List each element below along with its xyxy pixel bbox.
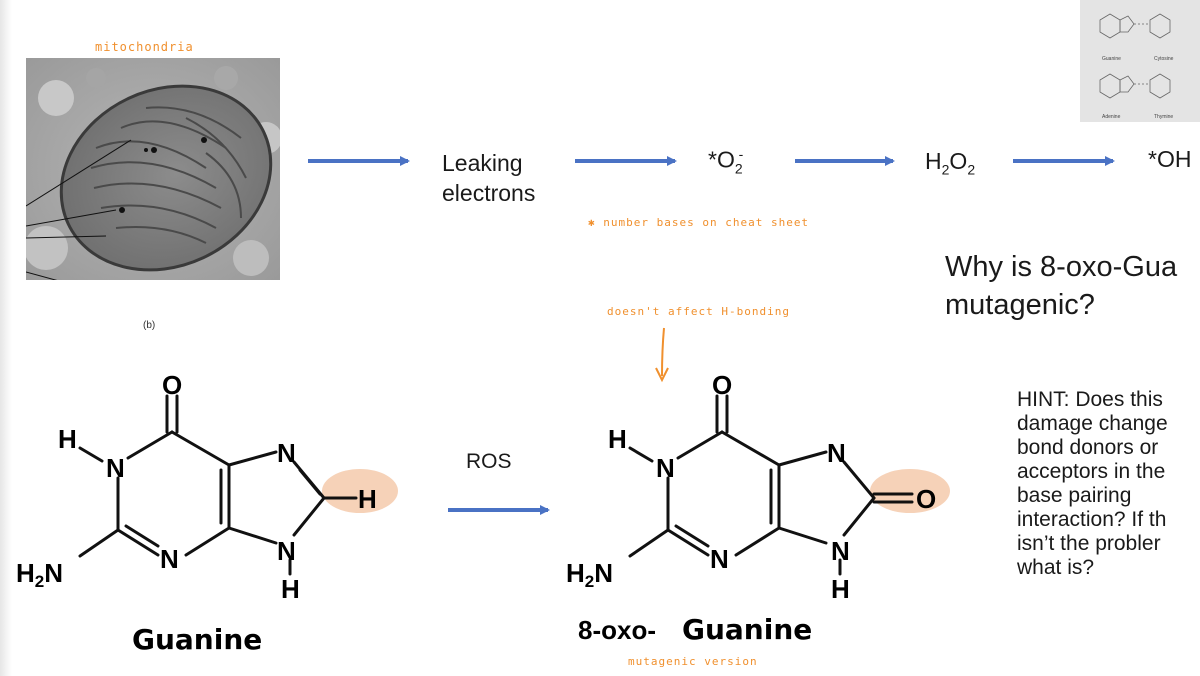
hint-line: isn’t the probler [1017,532,1161,555]
oxoguanine-atom-N7: N [827,438,846,468]
oxoguanine-highlight [870,469,950,513]
base-pair-drawing: Guanine Cytosine Adenine Thymine [1099,13,1174,120]
superoxide-subscript: 2 [734,160,743,177]
oxoguanine-atom-H9: H [831,574,850,604]
amine-sub: 2 [585,572,594,591]
slide-edge-shadow [0,0,12,676]
number-bases-annotation: ✱ number bases on cheat sheet [588,216,810,229]
number-bases-text: number bases on cheat sheet [603,216,810,229]
oxoguanine-amine: H2N [566,558,613,591]
oxoguanine-name: Guanine [682,613,812,646]
micrograph-caption: (b) [143,320,156,331]
thumb-label-thymine: Thymine [1154,114,1173,120]
leaking-line2: electrons [442,180,536,206]
hint-line: bond donors or [1017,436,1159,459]
guanine-atom-N3: N [160,544,179,574]
oxoguanine-atom-N3: N [710,544,729,574]
guanine-name: Guanine [132,623,262,656]
oxoguanine-structure: O O N N N N H H H2N 8-oxo- Guanine [566,370,950,646]
guanine-highlight [322,469,398,513]
peroxide-sub1: 2 [941,161,950,178]
guanine-atom-H8: H [358,484,377,514]
hint-line: what is? [1017,556,1095,579]
guanine-atom-H1: H [58,424,77,454]
oxoguanine-atom-N9: N [831,536,850,566]
thumb-label-guanine: Guanine [1102,56,1121,62]
hint-line: base pairing [1017,484,1132,507]
thumb-label-cytosine: Cytosine [1154,56,1174,62]
hint-line: interaction? If th [1017,508,1167,531]
oxoguanine-atom-H1: H [608,424,627,454]
amine-sub: 2 [35,572,44,591]
hydroxyl-label: *OH [1148,146,1192,172]
oxoguanine-atom-O8: O [916,484,936,514]
superoxide-text: *O [708,146,735,173]
hint-text: HINT: Does this damage change bond donor… [1017,388,1168,580]
guanine-atom-O: O [162,370,182,400]
hint-line: damage change [1017,412,1168,435]
guanine-amine: H2N [16,558,63,591]
superoxide-charge: - [738,146,744,162]
leaking-line1: Leaking [442,150,523,176]
peroxide-o: O [949,148,968,174]
hint-line: HINT: Does this [1017,388,1163,411]
superoxide-label: *O2- [708,146,743,176]
ros-label: ROS [466,450,512,473]
oxoguanine-prefix: 8-oxo- [578,615,656,645]
amine-h: H [16,558,35,588]
peroxide-h: H [925,148,942,174]
question-line2: mutagenic? [945,289,1095,321]
hint-line: acceptors in the [1017,460,1166,483]
guanine-atom-N1: N [106,453,125,483]
mutagenic-version-annotation: mutagenic version [628,655,758,668]
question-title: Why is 8-oxo-Gua mutagenic? [945,248,1177,324]
oxoguanine-atom-N1: N [656,453,675,483]
mitochondria-micrograph [26,58,280,280]
no-hbond-annotation: doesn't affect H-bonding [607,305,790,318]
guanine-atom-N9: N [277,536,296,566]
amine-n: N [594,558,613,588]
question-line1: Why is 8-oxo-Gua [945,251,1178,283]
amine-h: H [566,558,585,588]
leaking-electrons-label: Leaking electrons [442,148,535,208]
base-pair-thumbnail: Guanine Cytosine Adenine Thymine [1080,0,1200,122]
guanine-atom-H9: H [281,574,300,604]
oxoguanine-atom-O6: O [712,370,732,400]
peroxide-sub2: 2 [967,161,976,178]
mitochondria-annotation: mitochondria [95,40,194,54]
peroxide-label: H2O2 [925,148,975,178]
guanine-atom-N7: N [277,438,296,468]
thumb-label-adenine: Adenine [1102,114,1121,120]
amine-n: N [44,558,63,588]
guanine-structure: O N N N N H H H H2N Guanine [16,370,398,656]
